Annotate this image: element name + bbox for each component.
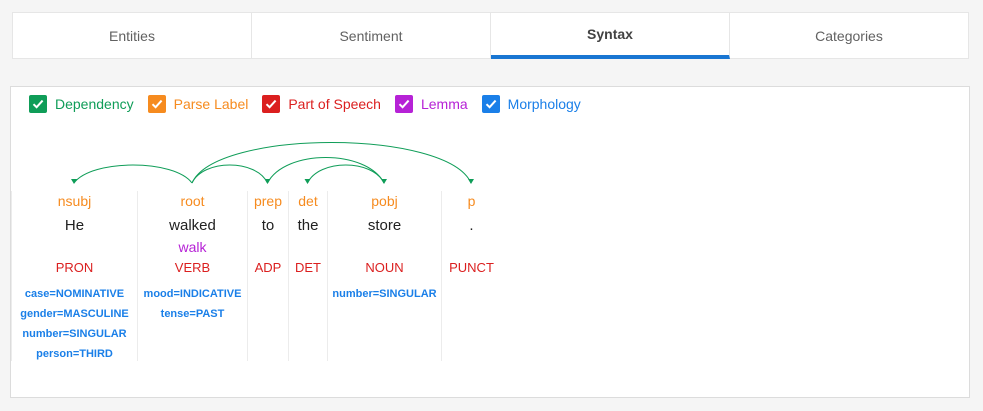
token-word: store [367,217,402,234]
dependency-arc [191,164,268,184]
dependency-arrowhead [304,179,311,184]
parse-label: root [180,193,205,209]
dependency-checkbox[interactable] [29,95,47,113]
pos-tag: VERB [174,260,211,275]
filter-parse-label[interactable]: Parse Label [147,95,249,113]
token-word: He [64,217,85,234]
token-column: root walked walk VERB mood=INDICATIVE te… [137,191,247,361]
parse-label: p [467,193,476,209]
filter-lemma[interactable]: Lemma [394,95,468,113]
token-word: . [469,217,474,234]
tab-sentiment[interactable]: Sentiment [252,12,491,59]
tab-categories[interactable]: Categories [730,12,969,59]
token-column: prep to ADP [247,191,288,361]
morphology-feature: person=THIRD [36,348,113,360]
morphology-feature: gender=MASCULINE [20,308,129,320]
dependency-arrowhead [71,179,77,184]
filter-label: Dependency [55,96,134,112]
filter-label: Part of Speech [288,96,381,112]
dependency-arcs [71,142,474,184]
parse-label: nsubj [57,193,92,209]
tab-syntax[interactable]: Syntax [491,12,730,59]
parse-label: det [298,193,318,209]
morphology-checkbox[interactable] [481,95,500,113]
pos-tag: PUNCT [449,260,494,275]
dependency-arrowhead [468,179,474,184]
tab-entities[interactable]: Entities [12,12,252,59]
pos-tag: NOUN [365,260,404,275]
pos-tag: ADP [254,260,282,275]
morphology-feature: case=NOMINATIVE [24,288,125,300]
dependency-arc [267,157,385,184]
parse-label: prep [253,193,283,209]
filter-label: Morphology [507,96,581,112]
check-icon [151,99,162,109]
lemma-label: walk [178,239,207,255]
display-filters: Dependency Parse Label Part of Speech Le… [29,95,595,113]
dependency-arc [307,164,385,184]
dependency-arc [191,142,472,184]
filter-label: Lemma [420,96,468,112]
filter-dependency[interactable]: Dependency [29,95,134,113]
parse-label-checkbox[interactable] [147,95,166,113]
check-icon [266,99,277,109]
token-column: pobj store NOUN number=SINGULAR [327,191,441,361]
lemma-checkbox[interactable] [394,95,413,113]
check-icon [32,99,44,109]
syntax-panel: Dependency Parse Label Part of Speech Le… [10,86,970,398]
morphology-feature: tense=PAST [160,308,225,320]
filter-label: Parse Label [173,96,249,112]
morphology-feature: number=SINGULAR [22,328,127,340]
token-word: the [297,217,319,234]
morphology-feature: mood=INDICATIVE [143,288,242,300]
parse-label: pobj [371,193,398,209]
analysis-tabs: Entities Sentiment Syntax Categories [12,12,969,59]
dependency-arc [73,164,193,184]
check-icon [485,99,496,109]
token-column: det the DET [288,191,327,361]
token-word: walked [169,217,216,234]
token-word: to [261,217,275,234]
part-of-speech-checkbox[interactable] [262,95,281,113]
token-column: p . PUNCT [441,191,501,361]
morphology-feature: number=SINGULAR [332,288,437,300]
pos-tag: DET [295,260,321,275]
token-column: nsubj He PRON case=NOMINATIVE gender=MAS… [11,191,137,361]
filter-part-of-speech[interactable]: Part of Speech [262,95,381,113]
pos-tag: PRON [55,260,94,275]
filter-morphology[interactable]: Morphology [481,95,581,113]
check-icon [398,99,410,109]
